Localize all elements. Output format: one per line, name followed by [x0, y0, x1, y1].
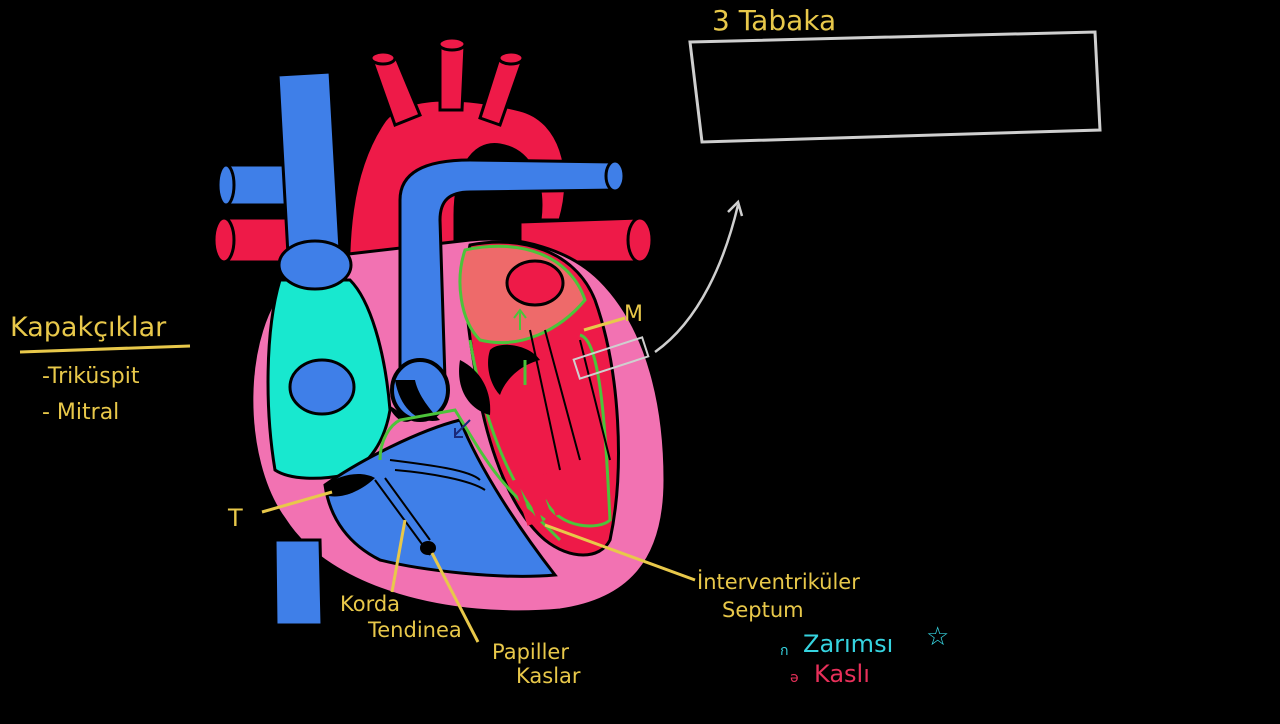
pointer-chordae [390, 519, 407, 593]
right-ventricle [323, 418, 558, 578]
pulmonary-vein-right-opening [626, 216, 654, 264]
valve-outline-green [378, 408, 546, 522]
valve-item-mitral: - Mitral [42, 400, 120, 425]
zoom-arrow [654, 199, 744, 354]
septum-band [512, 473, 561, 526]
pulmonary-vein-left-opening [212, 216, 236, 264]
coronary-sinus-opening [288, 358, 356, 416]
legend-membrane: Zarımsı [803, 630, 894, 658]
wall-zoom-box [572, 336, 650, 380]
layers-box [688, 30, 1102, 144]
label-mitral: M [624, 302, 643, 327]
label-chordae-line1: Korda [340, 592, 401, 616]
pulmonary-valve [388, 358, 491, 422]
left-chordae [529, 329, 611, 471]
pulmonary-vein-opening [505, 259, 565, 307]
valves-heading: Kapakçıklar [10, 312, 167, 343]
pointer-septum [544, 523, 696, 582]
pointer-mitral [583, 316, 626, 332]
aortic-valve [488, 344, 540, 395]
label-septum-line2: Septum [722, 598, 804, 622]
tricuspid-valve [325, 459, 486, 556]
flow-arrow-dark [454, 419, 471, 438]
flow-arrow-green-up [513, 308, 527, 330]
label-papillary-line1: Papiller [492, 640, 569, 664]
label-septum-line1: İnterventriküler [697, 570, 860, 594]
heading-underline [19, 344, 191, 354]
superior-vena-cava [276, 70, 342, 257]
inferior-vena-cava [273, 538, 324, 627]
pulmonary-artery-left-opening [216, 163, 236, 207]
pulmonary-trunk-opening [604, 159, 626, 193]
label-papillary-line2: Kaslar [516, 664, 581, 688]
pulmonary-trunk [398, 158, 620, 382]
pointer-papillary [430, 552, 480, 643]
legend-membrane-marker: ก [780, 643, 789, 659]
pointer-tricuspid [261, 490, 333, 514]
legend-muscle: Kaslı [814, 660, 870, 688]
superior-vena-cava-junction [277, 239, 353, 291]
label-tricuspid: T [228, 504, 243, 532]
legend-muscle-marker: ə [790, 670, 799, 686]
layers-title: 3 Tabaka [712, 4, 837, 37]
label-chordae-line2: Tendinea [368, 618, 462, 642]
valve-item-tricuspid: -Triküspit [42, 364, 140, 389]
star-icon: ☆ [926, 622, 950, 652]
